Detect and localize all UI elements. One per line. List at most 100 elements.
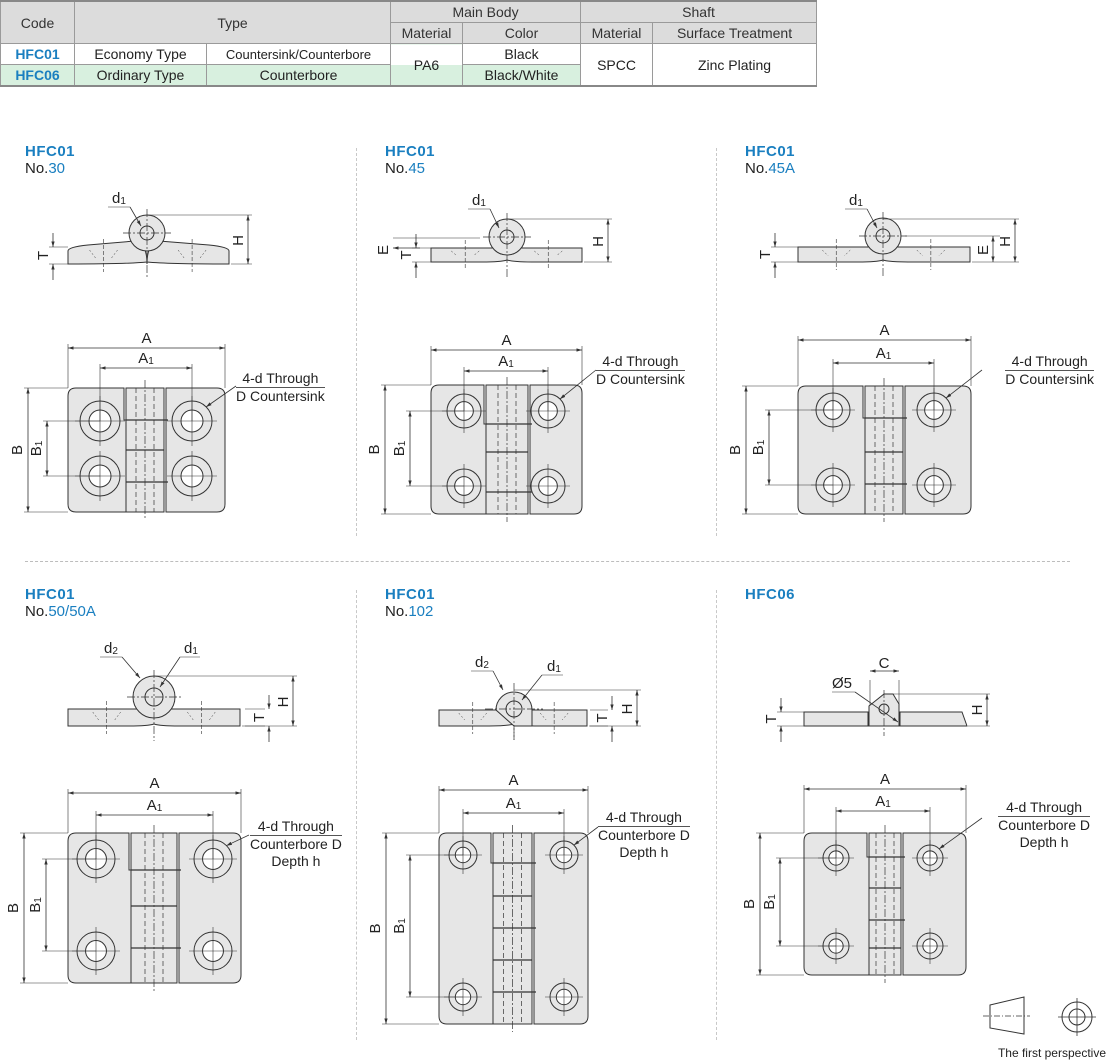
dimension-label: T [763, 714, 780, 723]
row-code: HFC01 [0, 43, 75, 65]
dimension-label: B1 [391, 918, 408, 934]
dimension-label: B [727, 445, 744, 455]
dimension-label: E [375, 245, 392, 255]
drawing-code: HFC06 [745, 586, 796, 603]
dimension-label: d1 [547, 658, 561, 675]
leader-line [121, 656, 141, 679]
number-value: 45 [408, 160, 426, 177]
dimension-label: H [969, 705, 986, 716]
countersink-line [561, 712, 569, 721]
hole-note: 4-d Through Counterbore D Depth h [250, 818, 342, 870]
row-hole: Countersink/Counterbore [205, 43, 392, 65]
drawing-number: No.102 [385, 603, 433, 620]
hinge-leaf-profile [899, 711, 968, 727]
note-line-3: Depth h [619, 844, 669, 860]
dimension-label: d2 [104, 640, 118, 657]
note-line-2: D Countersink [1005, 371, 1094, 387]
note-line-1: 4-d Through [596, 353, 685, 371]
note-line-3: Depth h [1019, 834, 1069, 850]
dimension-label: B1 [28, 440, 45, 456]
header-shaft: Shaft [580, 0, 818, 23]
hole-note: 4-d Through Counterbore D Depth h [998, 799, 1090, 851]
drawing-number: No.45A [745, 160, 795, 177]
projection-label: The first perspective [997, 1046, 1106, 1060]
note-line-2: Counterbore D [998, 817, 1090, 833]
dimension-label: d1 [184, 640, 198, 657]
number-prefix: No. [745, 160, 769, 177]
drawing-number: No.45 [385, 160, 425, 177]
number-value: 45A [768, 160, 796, 177]
dimension-label: A1 [876, 345, 892, 362]
dimension-label: H [230, 235, 247, 246]
leader-line [938, 817, 983, 850]
dimension-label: A1 [875, 793, 891, 810]
divider [356, 148, 357, 536]
countersink-line [539, 712, 547, 721]
dimension-label: B [9, 445, 26, 455]
dimension-label: H [997, 236, 1014, 247]
countersink-line [209, 711, 216, 721]
countersink-line [556, 250, 563, 257]
number-prefix: No. [385, 603, 409, 620]
dimension-label: A [508, 772, 518, 789]
hole-note: 4-d Through D Countersink [1005, 353, 1094, 388]
dimension-label: T [757, 250, 774, 259]
leader-line [489, 208, 500, 229]
row-type: Ordinary Type [74, 64, 207, 87]
leader-line [559, 369, 597, 400]
left-leaf [803, 832, 870, 976]
dimension-label: E [975, 245, 992, 255]
row-surface: Zinc Plating [652, 43, 818, 87]
countersink-line [199, 249, 207, 259]
right-leaf [533, 832, 589, 1025]
header-main-body: Main Body [390, 0, 582, 23]
divider [25, 561, 1070, 562]
leader-line [854, 691, 899, 723]
dimension-label: d1 [849, 192, 863, 209]
hole-note: 4-d Through D Countersink [596, 353, 685, 388]
countersink-line [844, 249, 851, 257]
left-leaf [438, 832, 494, 1025]
dimension-label: B1 [27, 897, 44, 913]
dimension-label: B1 [391, 440, 408, 456]
countersink-line [916, 249, 924, 257]
divider [356, 590, 357, 1040]
countersink-line [92, 711, 99, 721]
dimension-label: A1 [506, 795, 522, 812]
drawing-code: HFC01 [25, 586, 76, 603]
leader-line [226, 834, 250, 847]
note-line-2: Counterbore D [598, 827, 690, 843]
countersink-line [473, 250, 480, 257]
countersink-line [187, 711, 194, 721]
dimension-label: H [619, 704, 636, 715]
row-shaft-material: SPCC [580, 43, 654, 87]
divider [716, 148, 717, 536]
drawing-code: HFC01 [745, 143, 796, 160]
note-line-3: Depth h [271, 853, 321, 869]
number-value: 30 [48, 160, 66, 177]
hinge-leaf-profile [803, 711, 869, 727]
row-body-material: PA6 [390, 43, 464, 87]
dimension-label: T [251, 713, 268, 722]
leader-line [866, 208, 878, 229]
hole-note: 4-d Through D Countersink [236, 370, 325, 405]
divider [716, 590, 717, 1040]
dimension-label: H [590, 236, 607, 247]
dimension-label: B [366, 444, 383, 454]
countersink-line [111, 249, 118, 259]
note-line-1: 4-d Through [598, 809, 690, 827]
drawing-code: HFC01 [385, 586, 436, 603]
dimension-label: C [879, 655, 890, 672]
dimension-label: T [398, 250, 415, 259]
number-prefix: No. [25, 160, 49, 177]
dimension-label: A [501, 332, 511, 349]
row-hole: Counterbore [205, 64, 392, 87]
number-value: 50/50A [48, 603, 96, 620]
spec-table: Code Type Main Body Shaft Material Color… [0, 0, 818, 87]
header-shaft-material: Material [580, 22, 654, 44]
countersink-line [938, 249, 946, 257]
countersink-line [177, 249, 185, 259]
dimension-label: B [5, 903, 22, 913]
